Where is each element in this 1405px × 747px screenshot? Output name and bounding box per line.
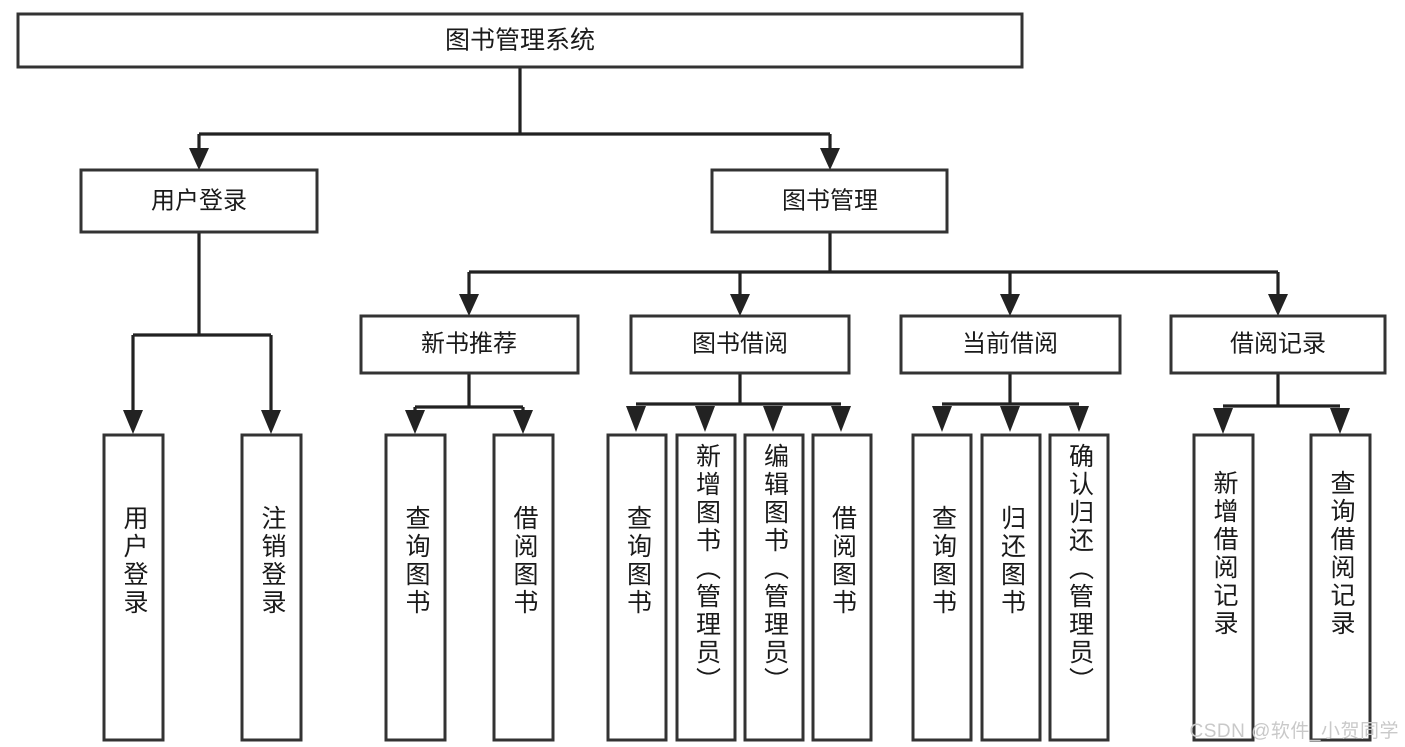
leaf-box-bookborrow-edit[interactable] [743,433,805,742]
arrowhead-userlogin-leaf-2 [261,410,281,434]
node-label-user-login: 用户登录 [151,187,247,214]
leaf-box-currentborrow-return[interactable] [980,433,1042,742]
arrowhead-borrowrecord-leaf-1 [1213,408,1233,434]
node-label-book-borrow: 图书借阅 [692,330,788,357]
node-label-book-management: 图书管理 [782,187,878,214]
leaf-box-newbook-query[interactable] [384,433,447,742]
connector-group-root-to-level2 [189,68,840,170]
node-box-new-book-recommend[interactable] [359,314,580,375]
node-box-borrow-record[interactable] [1169,314,1387,375]
arrowhead-newbook-leaf-2 [513,410,533,434]
node-label-borrow-record: 借阅记录 [1230,330,1326,357]
connector-group-bookborrow-children [626,373,851,432]
arrowhead-currentborrow-leaf-1 [932,406,952,432]
arrowhead-to-currentborrow [1000,294,1020,316]
arrowhead-to-userlogin [189,148,209,170]
leaf-box-currentborrow-query[interactable] [911,433,973,742]
arrowhead-currentborrow-leaf-2 [1000,406,1020,432]
arrowhead-to-bookborrow [730,294,750,316]
node-label-new-book-recommend: 新书推荐 [421,330,517,357]
node-label-root: 图书管理系统 [445,27,595,55]
arrowhead-bookborrow-leaf-4 [831,406,851,432]
node-box-user-login[interactable] [79,168,319,234]
connector-group-borrowrecord-children [1213,373,1350,434]
arrowhead-newbook-leaf-1 [405,410,425,434]
arrowhead-to-bookmgmt [820,148,840,170]
connector-group-currentborrow-children [932,373,1089,432]
leaf-box-user-login-login[interactable] [102,433,165,742]
arrowhead-to-borrowrecord [1268,294,1288,316]
leaf-box-newbook-borrow[interactable] [492,433,555,742]
csdn-watermark: CSDN @软件_小贺同学 [1189,721,1399,742]
arrowhead-bookborrow-leaf-1 [626,406,646,432]
arrowhead-currentborrow-leaf-3 [1069,406,1089,432]
leaf-box-borrowrecord-add[interactable] [1192,433,1255,742]
leaf-box-bookborrow-borrow[interactable] [811,433,873,742]
arrowhead-bookborrow-leaf-3 [763,406,783,432]
connector-group-newbook-children [405,373,533,434]
connector-group-userlogin-children [123,232,281,434]
node-box-book-borrow[interactable] [629,314,851,375]
leaf-box-user-login-logout[interactable] [240,433,303,742]
connector-group-bookmgmt-children [459,232,1288,316]
leaf-box-borrowrecord-query[interactable] [1309,433,1372,742]
leaf-box-bookborrow-query[interactable] [606,433,668,742]
leaf-box-bookborrow-add[interactable] [675,433,737,742]
arrowhead-to-newbook [459,294,479,316]
leaf-box-currentborrow-confirm[interactable] [1048,433,1110,742]
node-label-current-borrow: 当前借阅 [962,330,1058,357]
arrowhead-userlogin-leaf-1 [123,410,143,434]
arrowhead-borrowrecord-leaf-2 [1330,408,1350,434]
node-box-root[interactable] [16,12,1024,69]
arrowhead-bookborrow-leaf-2 [695,406,715,432]
node-box-current-borrow[interactable] [899,314,1122,375]
node-box-book-management[interactable] [710,168,949,234]
